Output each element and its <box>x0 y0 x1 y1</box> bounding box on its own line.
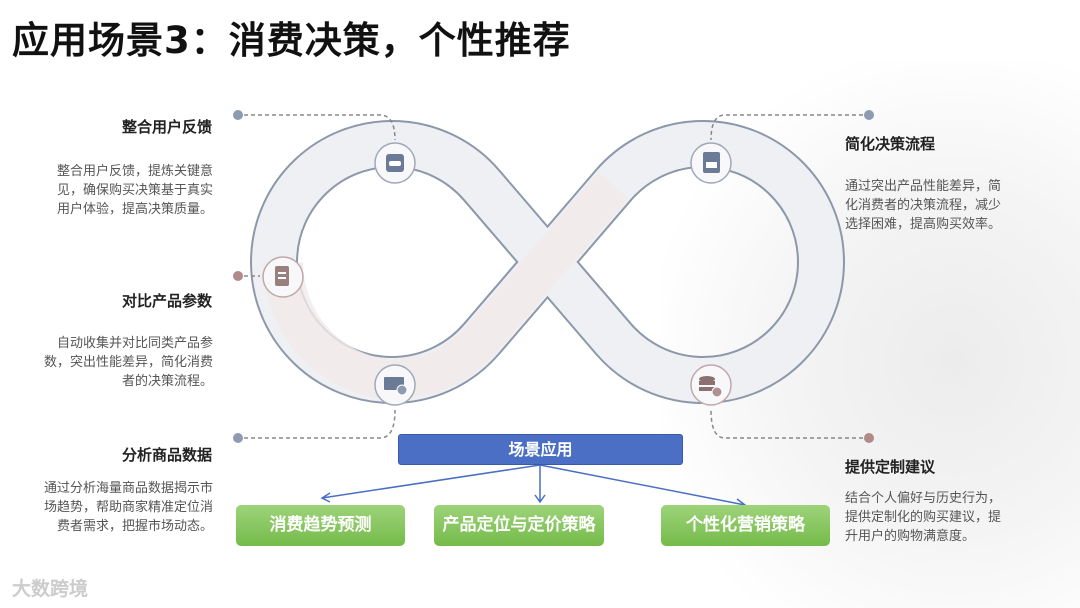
infinity-band-pink <box>262 172 629 401</box>
database-settings-icon <box>699 376 723 398</box>
watermark: 大数跨境 <box>12 578 89 600</box>
arrow-right <box>539 464 747 509</box>
right-text-1: 通过突出产品性能差异，简化消费者的决策流程，减少选择困难，提高购买效率。 <box>845 179 1002 232</box>
connector <box>710 114 863 141</box>
monitor-clock-icon <box>384 377 408 396</box>
car-icon <box>386 154 404 172</box>
left-heading-1: 整合用户反馈 <box>121 118 212 136</box>
right-text-2: 结合个人偏好与历史行为，提供定制化的购买建议，提升用户的购物满意度。 <box>845 491 1002 544</box>
connector-dots <box>233 110 874 443</box>
arrow-center <box>534 465 546 504</box>
left-text-1: 整合用户反馈，提炼关键意见，确保购买决策基于真实用户体验，提高决策质量。 <box>56 164 213 217</box>
outcome-trend-forecast: 消费趋势预测 <box>236 505 405 546</box>
connector <box>710 409 863 439</box>
outcome-positioning-pricing: 产品定位与定价策略 <box>434 505 604 546</box>
left-text-2: 自动收集并对比同类产品参数，突出性能差异，简化消费者的决策流程。 <box>43 336 213 389</box>
left-text-3: 通过分析海量商品数据揭示市场趋势，帮助商家精准定位消费者需求，把握市场动态。 <box>43 481 213 534</box>
arrows <box>320 464 747 509</box>
arrow-left <box>320 464 541 503</box>
connector <box>244 114 396 141</box>
scenario-application-label: 场景应用 <box>398 434 683 465</box>
page-title: 应用场景3：消费决策，个性推荐 <box>12 19 571 62</box>
right-heading-1: 简化决策流程 <box>845 135 936 153</box>
left-heading-3: 分析商品数据 <box>121 446 212 464</box>
clipboard-icon <box>275 266 289 286</box>
right-heading-2: 提供定制建议 <box>845 458 936 476</box>
briefcase-file-icon <box>703 152 720 173</box>
connector <box>244 409 396 439</box>
outcome-personalized-marketing: 个性化营销策略 <box>661 505 830 546</box>
left-heading-2: 对比产品参数 <box>121 292 212 310</box>
